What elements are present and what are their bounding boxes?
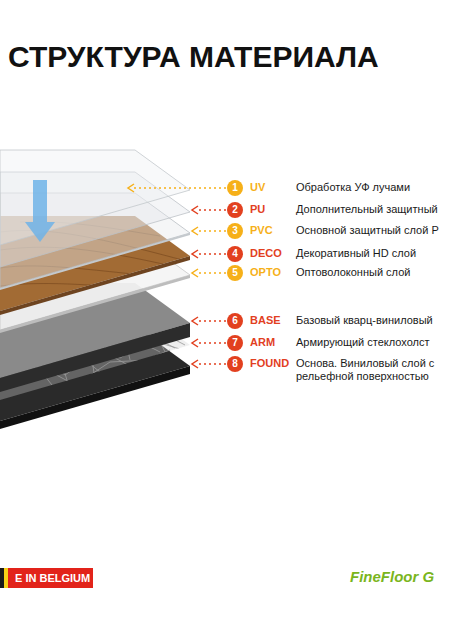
leader-line xyxy=(198,320,226,322)
leader-line xyxy=(198,342,226,344)
callout-circle: 6 xyxy=(227,313,243,329)
layer-description: Декоративный HD слой xyxy=(296,247,452,260)
flag-stripe xyxy=(4,568,8,588)
arrow-shaft xyxy=(33,180,47,222)
layer-description: Базовый кварц-виниловый xyxy=(296,314,452,327)
leader-lines xyxy=(134,188,226,364)
layer-description: Обработка УФ лучами xyxy=(296,181,452,194)
callout-number: 8 xyxy=(227,356,243,372)
layer-code: OPTO xyxy=(250,266,294,279)
belgium-flag xyxy=(0,568,12,588)
layer-description: Оптоволоконный слой xyxy=(296,266,452,279)
callout-circle: 8 xyxy=(227,356,243,372)
callout-circle: 3 xyxy=(227,223,243,239)
layer-edge xyxy=(0,323,190,392)
circle-shape xyxy=(227,335,243,351)
leader-line xyxy=(198,230,226,232)
arrow-head xyxy=(192,206,198,214)
layer-description: Армирующий стеклохолст xyxy=(296,336,452,349)
flag-stripe xyxy=(0,568,4,588)
callout-circle: 1 xyxy=(227,180,243,196)
layer-description: Основной защитный слой P xyxy=(296,224,452,237)
arrow-head xyxy=(192,250,198,258)
leader-line xyxy=(134,187,226,189)
circle-shape xyxy=(227,202,243,218)
circle-shape xyxy=(227,265,243,281)
arrow-head xyxy=(192,317,198,325)
layer-code: UV xyxy=(250,181,294,194)
arrow-head xyxy=(192,269,198,277)
layer-code: PVC xyxy=(250,224,294,237)
callout-number: 2 xyxy=(227,202,243,218)
callout-circle: 4 xyxy=(227,246,243,262)
origin-badge: E IN BELGIUM xyxy=(12,568,93,588)
callout-number: 7 xyxy=(227,335,243,351)
circle-shape xyxy=(227,180,243,196)
pressure-arrow xyxy=(25,180,55,242)
title: СТРУКТУРА МАТЕРИАЛА xyxy=(8,40,453,74)
callout-number: 3 xyxy=(227,223,243,239)
callout-circle: 5 xyxy=(227,265,243,281)
leader-line xyxy=(198,209,226,211)
layer-code: FOUND xyxy=(250,357,294,370)
callout-number: 4 xyxy=(227,246,243,262)
leader-line xyxy=(198,363,226,365)
circle-shape xyxy=(227,246,243,262)
layer-top xyxy=(0,150,190,245)
layer-code: ARM xyxy=(250,336,294,349)
callout-number: 6 xyxy=(227,313,243,329)
leader-heads xyxy=(128,184,198,368)
callout-circle: 2 xyxy=(227,202,243,218)
callout-circle: 7 xyxy=(227,335,243,351)
arrow-head xyxy=(25,222,55,242)
arrow-head xyxy=(192,339,198,347)
arrow-head xyxy=(192,227,198,235)
circle-shape xyxy=(227,356,243,372)
circle-shape xyxy=(227,313,243,329)
circle-shape xyxy=(227,223,243,239)
arrow-head xyxy=(192,360,198,368)
layer-description: Дополнительный защитный xyxy=(296,203,452,216)
brand-logo: FineFloor G xyxy=(350,568,450,585)
layer-description: Основа. Виниловый слой с рельефной повер… xyxy=(296,357,452,383)
layer-code: PU xyxy=(250,203,294,216)
callout-number: 5 xyxy=(227,265,243,281)
uv-layer xyxy=(0,150,190,245)
leader-line xyxy=(198,272,226,274)
arrow-head xyxy=(128,184,134,192)
leader-line xyxy=(198,253,226,255)
layer-code: DECO xyxy=(250,247,294,260)
layer-code: BASE xyxy=(250,314,294,327)
callout-number: 1 xyxy=(227,180,243,196)
